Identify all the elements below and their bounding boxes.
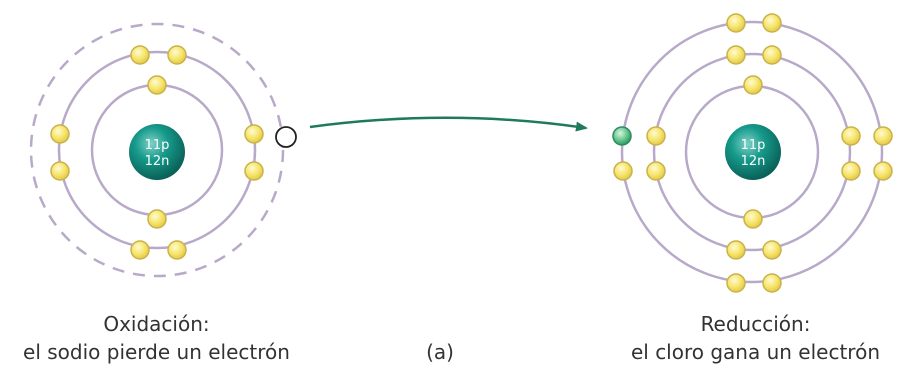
electron <box>147 75 167 95</box>
sodium-nucleus-neutrons: 12n <box>145 154 170 169</box>
chlorine-nucleus-neutrons: 12n <box>741 154 766 169</box>
electron <box>167 240 187 260</box>
electron <box>244 161 264 181</box>
electron <box>873 126 893 146</box>
chlorine-electrons <box>613 13 893 293</box>
sodium-orbit-2 <box>57 50 257 250</box>
chlorine-caption: Reducción: el cloro gana un electrón <box>598 310 913 366</box>
lost-electron-empty <box>275 126 297 148</box>
electron <box>167 45 187 65</box>
figure-label: (a) <box>426 340 454 364</box>
electron <box>646 126 666 146</box>
electron <box>743 75 763 95</box>
electron <box>244 124 264 144</box>
sodium-caption-text: el sodio pierde un electrón <box>23 340 290 364</box>
chlorine-nucleus <box>725 124 781 180</box>
electron <box>130 45 150 65</box>
sodium-electrons <box>50 45 264 260</box>
electron <box>743 209 763 229</box>
chlorine-caption-title: Reducción: <box>700 312 811 336</box>
chlorine-atom: 11p 12n <box>612 13 893 293</box>
electron <box>762 273 782 293</box>
electron <box>873 161 893 181</box>
electron-transfer-arrow <box>309 116 588 132</box>
chlorine-orbit-3 <box>620 20 884 284</box>
sodium-caption: Oxidación: el sodio pierde un electrón <box>0 310 313 366</box>
sodium-nucleus <box>129 124 185 180</box>
electron <box>130 240 150 260</box>
chlorine-caption-text: el cloro gana un electrón <box>630 340 881 364</box>
electron <box>726 240 746 260</box>
electron <box>613 161 633 181</box>
electron <box>762 45 782 65</box>
sodium-atom: 11p 12n <box>29 22 297 278</box>
chlorine-nucleus-protons: 11p <box>741 138 766 153</box>
electron <box>726 273 746 293</box>
electron <box>841 126 861 146</box>
electron <box>50 124 70 144</box>
electron <box>646 161 666 181</box>
chlorine-orbit-2 <box>652 52 852 252</box>
sodium-outer-orbit-lost <box>29 22 285 278</box>
sodium-caption-title: Oxidación: <box>103 312 210 336</box>
electron <box>841 161 861 181</box>
electron <box>762 13 782 33</box>
sodium-nucleus-protons: 11p <box>145 138 170 153</box>
electron <box>147 209 167 229</box>
electron <box>762 240 782 260</box>
electron <box>726 45 746 65</box>
electron <box>726 13 746 33</box>
gained-electron <box>612 126 632 146</box>
electron <box>50 161 70 181</box>
